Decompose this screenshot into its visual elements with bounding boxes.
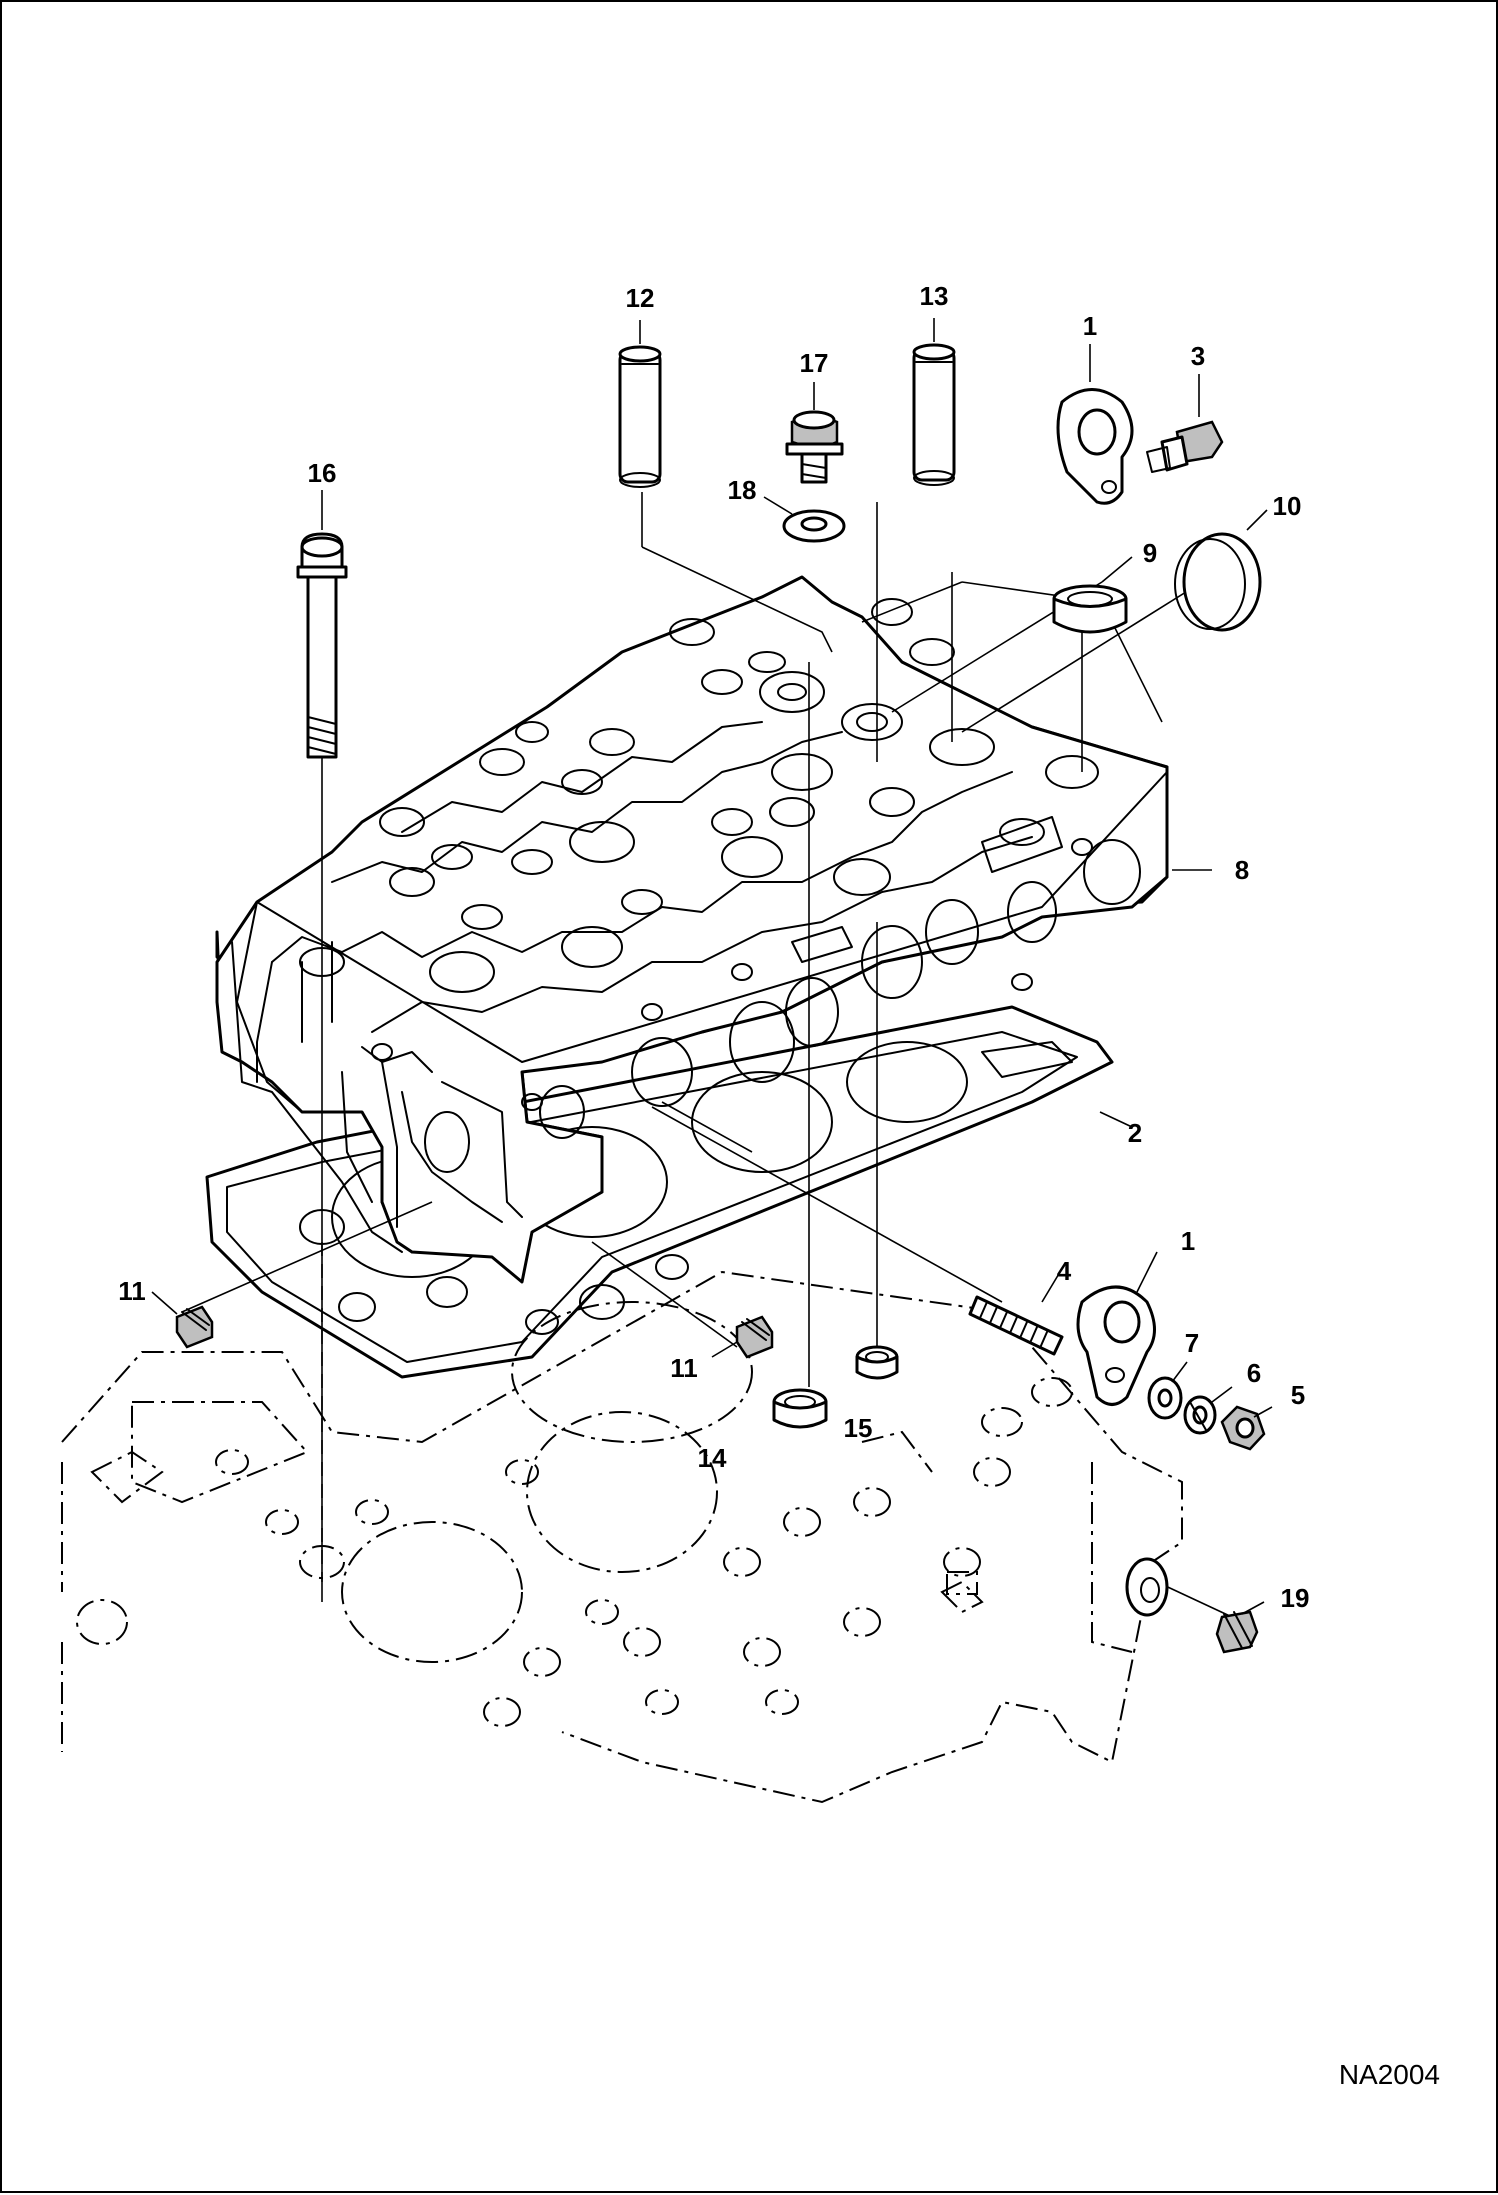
seal-ring-9 — [1052, 584, 1128, 634]
callout-6: 6 — [1247, 1358, 1261, 1388]
callout-leaders — [151, 318, 1273, 1615]
callout-11-right: 11 — [670, 1353, 698, 1383]
drawing-reference-code: NA2004 — [1339, 2059, 1440, 2090]
plug-bolt-17 — [785, 410, 844, 484]
callout-15: 15 — [844, 1413, 873, 1443]
valve-seat-14 — [772, 1388, 828, 1429]
callout-18: 18 — [728, 475, 757, 505]
lifting-hook-1-top — [1056, 388, 1134, 505]
lock-washer-6 — [1183, 1395, 1217, 1435]
callout-1-top: 1 — [1083, 311, 1097, 341]
callout-4: 4 — [1057, 1256, 1072, 1286]
head-bolt-16 — [296, 532, 348, 759]
lifting-hook-1-lower — [1076, 1285, 1156, 1406]
assembly-centerlines — [181, 492, 1233, 1618]
fitting-3 — [1146, 420, 1224, 473]
set-screw-11-left — [175, 1305, 214, 1349]
callout-17: 17 — [800, 348, 829, 378]
expansion-plug-10 — [1174, 532, 1262, 632]
callout-12: 12 — [626, 283, 655, 313]
callout-11-left: 11 — [118, 1276, 146, 1306]
callout-8: 8 — [1235, 855, 1249, 885]
valve-guide-13 — [912, 343, 956, 486]
callout-labels: 12 13 1 3 17 16 18 10 9 8 2 1 4 11 11 7 … — [118, 281, 1309, 1613]
callout-14: 14 — [698, 1443, 727, 1473]
callout-13: 13 — [920, 281, 949, 311]
callout-2: 2 — [1128, 1118, 1142, 1148]
callout-16: 16 — [308, 458, 337, 488]
callout-5: 5 — [1291, 1380, 1305, 1410]
engine-block-phantom — [61, 1270, 1183, 1804]
cylinder-head — [215, 575, 1169, 1284]
callout-3: 3 — [1191, 341, 1205, 371]
valve-seat-15 — [855, 1345, 899, 1380]
stud-4 — [968, 1295, 1064, 1356]
plug-19 — [1125, 1557, 1259, 1654]
flat-washer-7 — [1147, 1376, 1183, 1420]
callout-1-lower: 1 — [1181, 1226, 1195, 1256]
set-screw-11-right — [735, 1315, 774, 1359]
callout-10: 10 — [1273, 491, 1302, 521]
callout-19: 19 — [1281, 1583, 1310, 1613]
washer-18 — [782, 509, 846, 543]
callout-9: 9 — [1143, 538, 1157, 568]
hex-nut-5 — [1220, 1405, 1266, 1451]
callout-7: 7 — [1185, 1328, 1199, 1358]
valve-guide-12 — [618, 345, 662, 488]
